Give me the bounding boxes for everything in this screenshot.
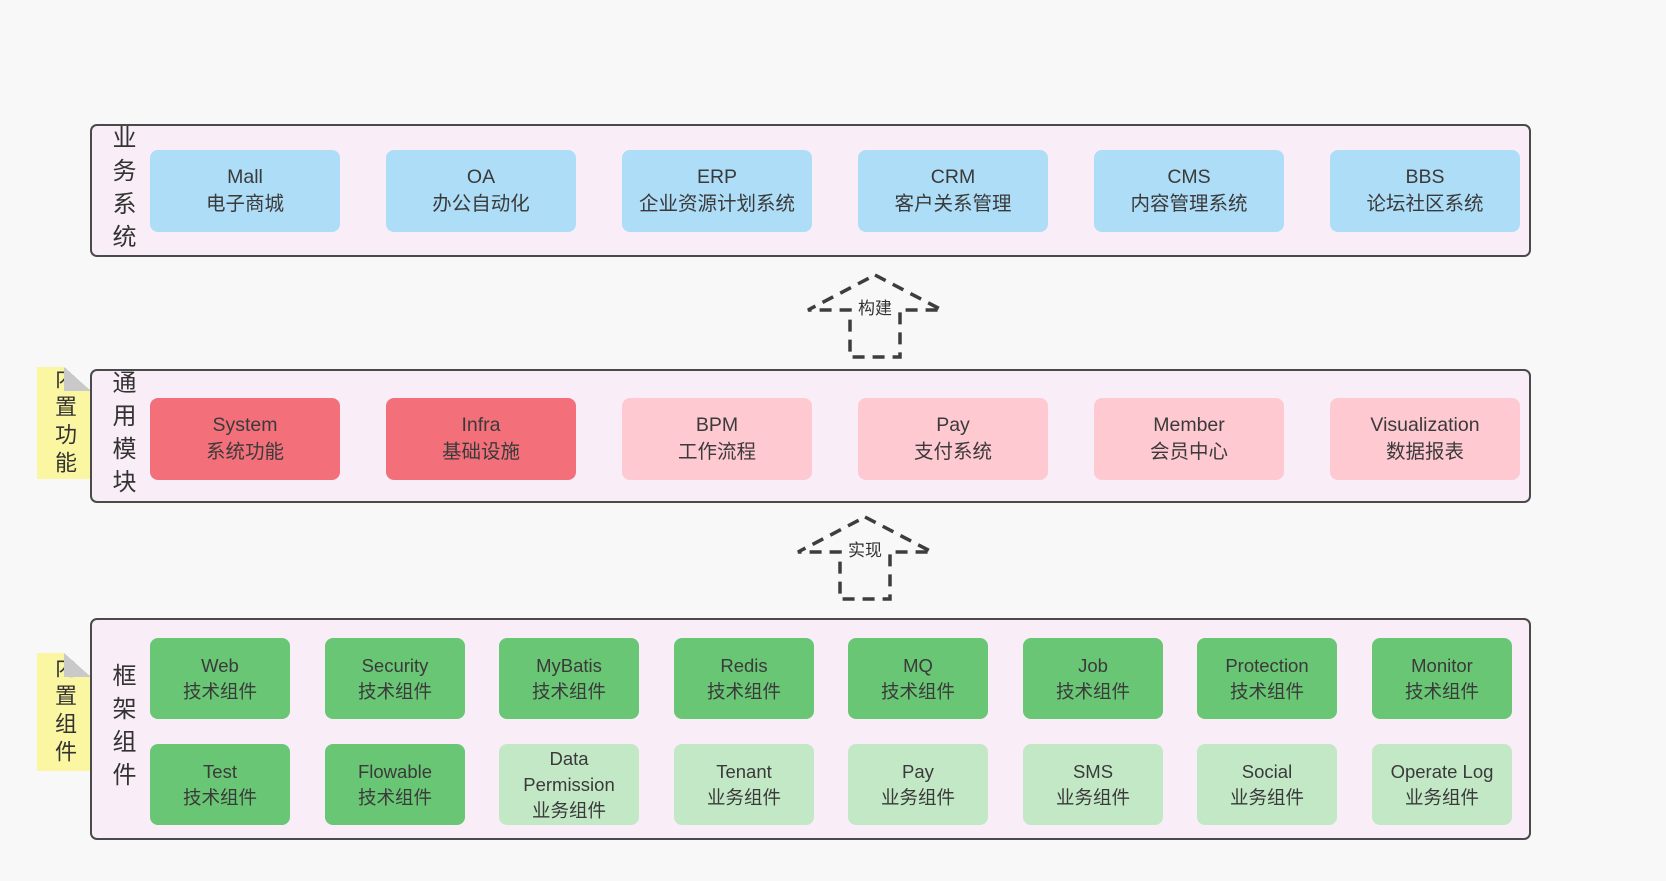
box-subtitle: 办公自动化 (432, 193, 530, 215)
component-box-tenant: Tenant 业务组件 (674, 744, 814, 825)
system-box-bbs: BBS 论坛社区系统 (1330, 150, 1520, 232)
band-modules-label: 通用模块 (108, 370, 135, 502)
box-subtitle: 电子商城 (205, 193, 284, 215)
box-subtitle: 客户关系管理 (894, 193, 1012, 215)
box-title: Data Permission (523, 747, 615, 795)
component-box-job: Job 技术组件 (1023, 638, 1163, 719)
component-box-data-permission: Data Permission 业务组件 (499, 744, 639, 825)
box-subtitle: 技术组件 (357, 680, 432, 702)
component-box-web: Web 技术组件 (150, 638, 290, 719)
box-subtitle: 业务组件 (1229, 786, 1304, 808)
component-box-sms: SMS 业务组件 (1023, 744, 1163, 825)
box-title: Protection (1225, 654, 1309, 676)
component-box-pay: Pay 业务组件 (848, 744, 988, 825)
component-box-flowable: Flowable 技术组件 (325, 744, 465, 825)
box-subtitle: 技术组件 (880, 680, 955, 702)
module-box-infra: Infra 基础设施 (386, 398, 576, 480)
box-title: Visualization (1370, 414, 1480, 436)
system-box-erp: ERP 企业资源计划系统 (622, 150, 812, 232)
box-title: Job (1078, 654, 1108, 676)
box-title: BPM (695, 414, 739, 436)
band-business-label: 业务系统 (108, 124, 135, 257)
box-subtitle: 技术组件 (706, 680, 781, 702)
module-box-pay: Pay 支付系统 (858, 398, 1048, 480)
implement-arrow-icon: 实现 (795, 514, 935, 602)
system-box-oa: OA 办公自动化 (386, 150, 576, 232)
box-title: SMS (1072, 760, 1114, 782)
box-title: OA (466, 166, 496, 188)
box-subtitle: 会员中心 (1149, 441, 1228, 463)
box-subtitle: 工作流程 (677, 441, 756, 463)
box-title: Pay (936, 414, 970, 436)
box-title: System (212, 414, 278, 436)
box-subtitle: 业务组件 (1404, 786, 1479, 808)
box-title: CRM (930, 166, 976, 188)
component-box-protection: Protection 技术组件 (1197, 638, 1337, 719)
module-box-member: Member 会员中心 (1094, 398, 1284, 480)
band-framework-components: 框架组件 Web 技术组件 Security 技术组件 MyBatis 技术组件… (90, 618, 1531, 840)
box-subtitle: 数据报表 (1385, 441, 1464, 463)
box-title: Web (201, 654, 239, 676)
box-title: Monitor (1411, 654, 1473, 676)
box-subtitle: 业务组件 (706, 786, 781, 808)
component-box-monitor: Monitor 技术组件 (1372, 638, 1512, 719)
box-subtitle: 技术组件 (182, 786, 257, 808)
box-title: CMS (1167, 166, 1211, 188)
box-title: Tenant (716, 760, 772, 782)
component-box-security: Security 技术组件 (325, 638, 465, 719)
implement-arrow-label: 实现 (844, 536, 886, 561)
box-subtitle: 技术组件 (1404, 680, 1479, 702)
module-box-visualization: Visualization 数据报表 (1330, 398, 1520, 480)
box-subtitle: 系统功能 (205, 441, 284, 463)
box-subtitle: 业务组件 (531, 799, 606, 821)
box-subtitle: 基础设施 (441, 441, 520, 463)
system-box-crm: CRM 客户关系管理 (858, 150, 1048, 232)
box-subtitle: 技术组件 (1055, 680, 1130, 702)
box-title: Mall (227, 166, 263, 188)
box-title: BBS (1405, 166, 1445, 188)
component-box-redis: Redis 技术组件 (674, 638, 814, 719)
box-title: Operate Log (1390, 760, 1494, 782)
box-subtitle: 内容管理系统 (1130, 193, 1248, 215)
box-title: Test (203, 760, 237, 782)
box-subtitle: 技术组件 (357, 786, 432, 808)
component-box-operate-log: Operate Log 业务组件 (1372, 744, 1512, 825)
component-box-test: Test 技术组件 (150, 744, 290, 825)
system-box-mall: Mall 电子商城 (150, 150, 340, 232)
box-subtitle: 企业资源计划系统 (638, 193, 795, 215)
box-subtitle: 业务组件 (1055, 786, 1130, 808)
sticky-built-in-features: 内置功能 (37, 367, 91, 479)
component-box-social: Social 业务组件 (1197, 744, 1337, 825)
box-title: ERP (696, 166, 738, 188)
box-subtitle: 技术组件 (182, 680, 257, 702)
band-common-modules: 通用模块 System 系统功能 Infra 基础设施 BPM 工作流程 Pay… (90, 369, 1531, 503)
sticky-fold-corner-icon (64, 653, 91, 677)
box-title: Flowable (357, 760, 433, 782)
box-title: Infra (461, 414, 501, 436)
component-box-mq: MQ 技术组件 (848, 638, 988, 719)
build-arrow-label: 构建 (854, 294, 896, 319)
build-arrow-icon: 构建 (805, 272, 945, 360)
module-box-bpm: BPM 工作流程 (622, 398, 812, 480)
box-subtitle: 技术组件 (1229, 680, 1304, 702)
box-subtitle: 业务组件 (880, 786, 955, 808)
band-components-label: 框架组件 (108, 663, 135, 795)
system-box-cms: CMS 内容管理系统 (1094, 150, 1284, 232)
box-subtitle: 论坛社区系统 (1366, 193, 1484, 215)
box-title: MQ (903, 654, 933, 676)
box-title: Security (361, 654, 429, 676)
box-subtitle: 技术组件 (531, 680, 606, 702)
box-title: Social (1241, 760, 1293, 782)
module-box-system: System 系统功能 (150, 398, 340, 480)
box-subtitle: 支付系统 (913, 441, 992, 463)
sticky-fold-corner-icon (64, 367, 91, 391)
band-business-systems: 业务系统 Mall 电子商城 OA 办公自动化 ERP 企业资源计划系统 CRM… (90, 124, 1531, 257)
box-title: MyBatis (536, 654, 602, 676)
box-title: Redis (720, 654, 768, 676)
box-title: Pay (902, 760, 934, 782)
box-title: Member (1153, 414, 1225, 436)
component-box-mybatis: MyBatis 技术组件 (499, 638, 639, 719)
